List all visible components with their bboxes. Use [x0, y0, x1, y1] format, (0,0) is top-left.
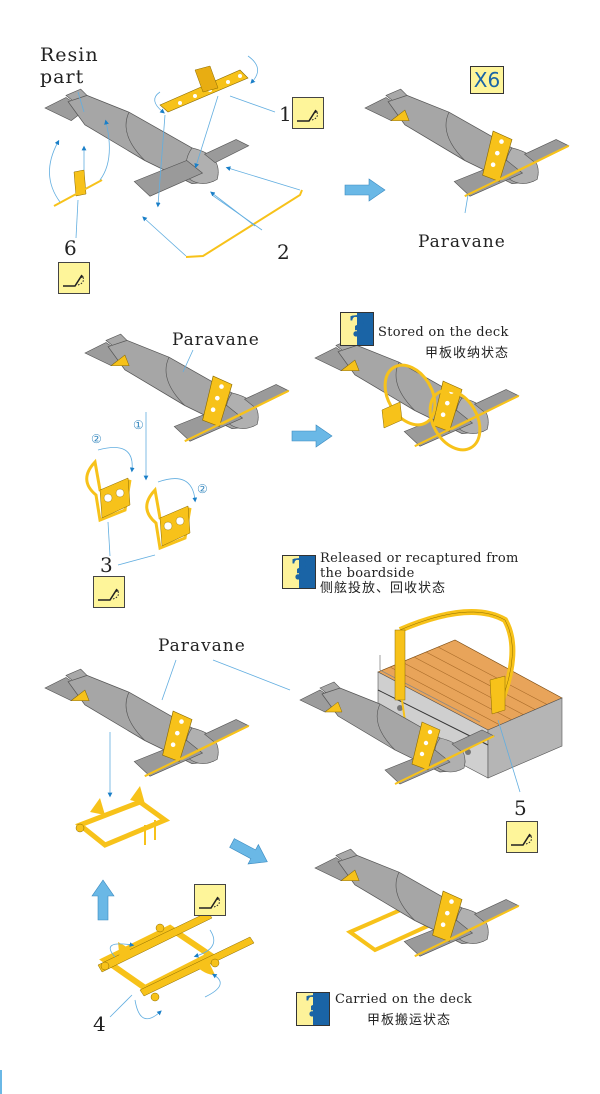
step3-ship-deck	[377, 639, 563, 779]
part-number-4: 4	[93, 1012, 106, 1036]
part-number-5: 5	[514, 796, 527, 820]
step3-part4-cart	[75, 786, 171, 848]
question-icon: ?	[282, 553, 316, 589]
step3-paravane	[45, 659, 291, 798]
step3-part5-davit	[394, 609, 521, 793]
step1-part1-bracket	[159, 65, 249, 113]
note-stored-en: Stored on the deck	[378, 325, 509, 340]
bend-icon	[506, 821, 538, 853]
step3-carried-paravane	[315, 849, 519, 956]
resin-label-line1: Resin	[40, 44, 99, 66]
resin-label-line2: part	[40, 66, 85, 88]
step1-result-paravane	[365, 89, 569, 214]
note-released-en-line2: the boardside	[320, 566, 415, 581]
question-icon: ?	[296, 990, 330, 1026]
note-released: Released or recaptured from the boardsid…	[320, 551, 519, 596]
bend-icon	[58, 262, 90, 294]
step3-part4-flat-fret	[97, 911, 255, 1002]
note-carried-cn: 甲板搬运状态	[367, 1013, 452, 1028]
bend-icon	[194, 884, 226, 916]
part-number-2: 2	[277, 240, 290, 264]
step3-up-arrow	[91, 879, 115, 921]
step3-part4-leaders	[109, 929, 221, 1020]
part-number-3: 3	[100, 553, 113, 577]
step3-down-arrow	[226, 832, 273, 872]
part-number-1: 1	[279, 102, 292, 126]
question-icon: ?	[340, 310, 374, 346]
order-marker-2: ②	[91, 432, 102, 446]
step2-paravane	[85, 334, 289, 441]
note-released-cn: 侧舷投放、回收状态	[320, 581, 447, 596]
bend-icon	[93, 576, 125, 608]
order-marker-1: ①	[133, 418, 144, 432]
step2-leader-lines	[97, 412, 198, 566]
step1-part6-fin-bracket	[53, 169, 103, 207]
resin-part-label: Resin part	[40, 44, 99, 88]
paravane-label: Paravane	[418, 232, 506, 252]
bend-icon	[292, 97, 324, 129]
step2-part3-cradles	[85, 458, 192, 551]
step2-result-paravane	[315, 339, 519, 452]
order-marker-2: ②	[197, 482, 208, 496]
paravane-label: Paravane	[158, 636, 246, 656]
note-stored-cn: 甲板收纳状态	[425, 346, 510, 361]
part-number-6: 6	[64, 236, 77, 260]
note-released-en-line1: Released or recaptured from	[320, 551, 519, 566]
step2-arrow	[291, 424, 333, 448]
step1-arrow	[344, 178, 386, 202]
paravane-label: Paravane	[172, 330, 260, 350]
step1-leader-lines	[49, 55, 301, 257]
note-carried-en: Carried on the deck	[335, 992, 473, 1007]
step1-part2-wire	[185, 189, 303, 258]
quantity-multiplier-badge: X6	[470, 66, 504, 94]
